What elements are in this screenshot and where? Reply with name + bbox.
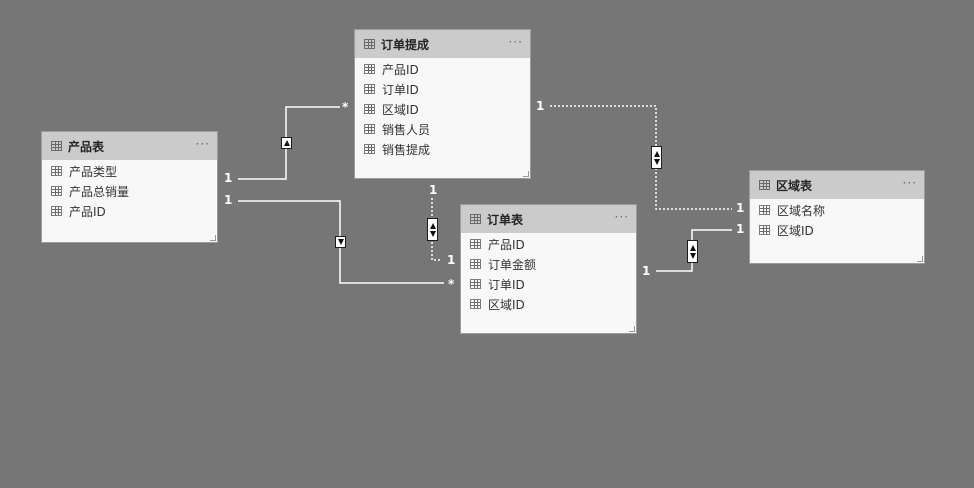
filter-direction-both-icon[interactable] [651,146,662,169]
field-item[interactable]: 产品ID [355,59,530,79]
column-icon [51,166,62,176]
field-label: 产品类型 [69,164,118,179]
column-icon [364,104,375,114]
cardinality-label: 1 [536,99,545,113]
column-icon [470,239,481,249]
column-icon [364,144,375,154]
cardinality-label: 1 [642,264,651,278]
resize-handle-icon[interactable] [629,326,635,332]
field-label: 区域名称 [777,203,826,218]
table-title: 订单提成 [381,37,430,52]
table-icon [51,141,62,151]
field-item[interactable]: 区域ID [750,220,924,240]
column-icon [470,259,481,269]
table-card-commission[interactable]: 订单提成 ··· 产品ID 订单ID 区域ID 销售人员 销售提成 [355,30,530,178]
resize-handle-icon[interactable] [917,256,923,262]
cardinality-label: 1 [447,253,456,267]
column-icon [364,64,375,74]
column-icon [51,206,62,216]
field-item[interactable]: 产品ID [42,201,217,221]
cardinality-label: 1 [736,222,745,236]
field-label: 订单金额 [488,257,537,272]
column-icon [470,299,481,309]
table-card-orders[interactable]: 订单表 ··· 产品ID 订单金额 订单ID 区域ID [461,205,636,333]
field-label: 订单ID [488,277,525,292]
filter-direction-up-icon[interactable] [281,137,292,149]
column-icon [759,225,770,235]
table-card-header[interactable]: 区域表 ··· [750,171,924,199]
table-card-region[interactable]: 区域表 ··· 区域名称 区域ID [750,171,924,263]
cardinality-label: 1 [429,183,438,197]
rel-line-commission-region [550,105,732,210]
field-item[interactable]: 订单金额 [461,254,636,274]
field-item[interactable]: 产品ID [461,234,636,254]
field-label: 产品ID [488,237,525,252]
field-label: 区域ID [488,297,525,312]
resize-handle-icon[interactable] [523,171,529,177]
cardinality-label: 1 [224,171,233,185]
table-icon [470,214,481,224]
field-label: 订单ID [382,82,419,97]
more-options-icon[interactable]: ··· [614,210,629,224]
table-card-header[interactable]: 订单提成 ··· [355,30,530,58]
table-title: 产品表 [68,139,105,154]
field-item[interactable]: 订单ID [461,274,636,294]
table-title: 订单表 [487,212,524,227]
field-label: 区域ID [382,102,419,117]
field-item[interactable]: 区域ID [355,99,530,119]
column-icon [364,124,375,134]
table-icon [759,180,770,190]
field-item[interactable]: 产品类型 [42,161,217,181]
table-card-header[interactable]: 产品表 ··· [42,132,217,160]
cardinality-label: * [448,277,455,291]
filter-direction-down-icon[interactable] [335,236,346,248]
field-label: 产品ID [382,62,419,77]
field-label: 销售提成 [382,142,431,157]
more-options-icon[interactable]: ··· [902,176,917,190]
field-label: 产品ID [69,204,106,219]
cardinality-label: * [342,100,349,114]
field-list: 产品ID 订单金额 订单ID 区域ID [461,233,636,314]
more-options-icon[interactable]: ··· [195,137,210,151]
field-label: 销售人员 [382,122,431,137]
field-list: 区域名称 区域ID [750,199,924,240]
field-item[interactable]: 区域名称 [750,200,924,220]
field-list: 产品类型 产品总销量 产品ID [42,160,217,221]
cardinality-label: 1 [736,201,745,215]
field-item[interactable]: 销售提成 [355,139,530,159]
table-card-header[interactable]: 订单表 ··· [461,205,636,233]
column-icon [470,279,481,289]
resize-handle-icon[interactable] [210,235,216,241]
field-list: 产品ID 订单ID 区域ID 销售人员 销售提成 [355,58,530,159]
field-item[interactable]: 产品总销量 [42,181,217,201]
table-icon [364,39,375,49]
field-item[interactable]: 订单ID [355,79,530,99]
filter-direction-both-icon[interactable] [687,240,698,263]
column-icon [759,205,770,215]
cardinality-label: 1 [224,193,233,207]
table-card-product[interactable]: 产品表 ··· 产品类型 产品总销量 产品ID [42,132,217,242]
more-options-icon[interactable]: ··· [508,35,523,49]
field-label: 产品总销量 [69,184,130,199]
filter-direction-both-icon[interactable] [427,218,438,241]
table-title: 区域表 [776,178,813,193]
field-item[interactable]: 区域ID [461,294,636,314]
column-icon [364,84,375,94]
column-icon [51,186,62,196]
field-item[interactable]: 销售人员 [355,119,530,139]
field-label: 区域ID [777,223,814,238]
